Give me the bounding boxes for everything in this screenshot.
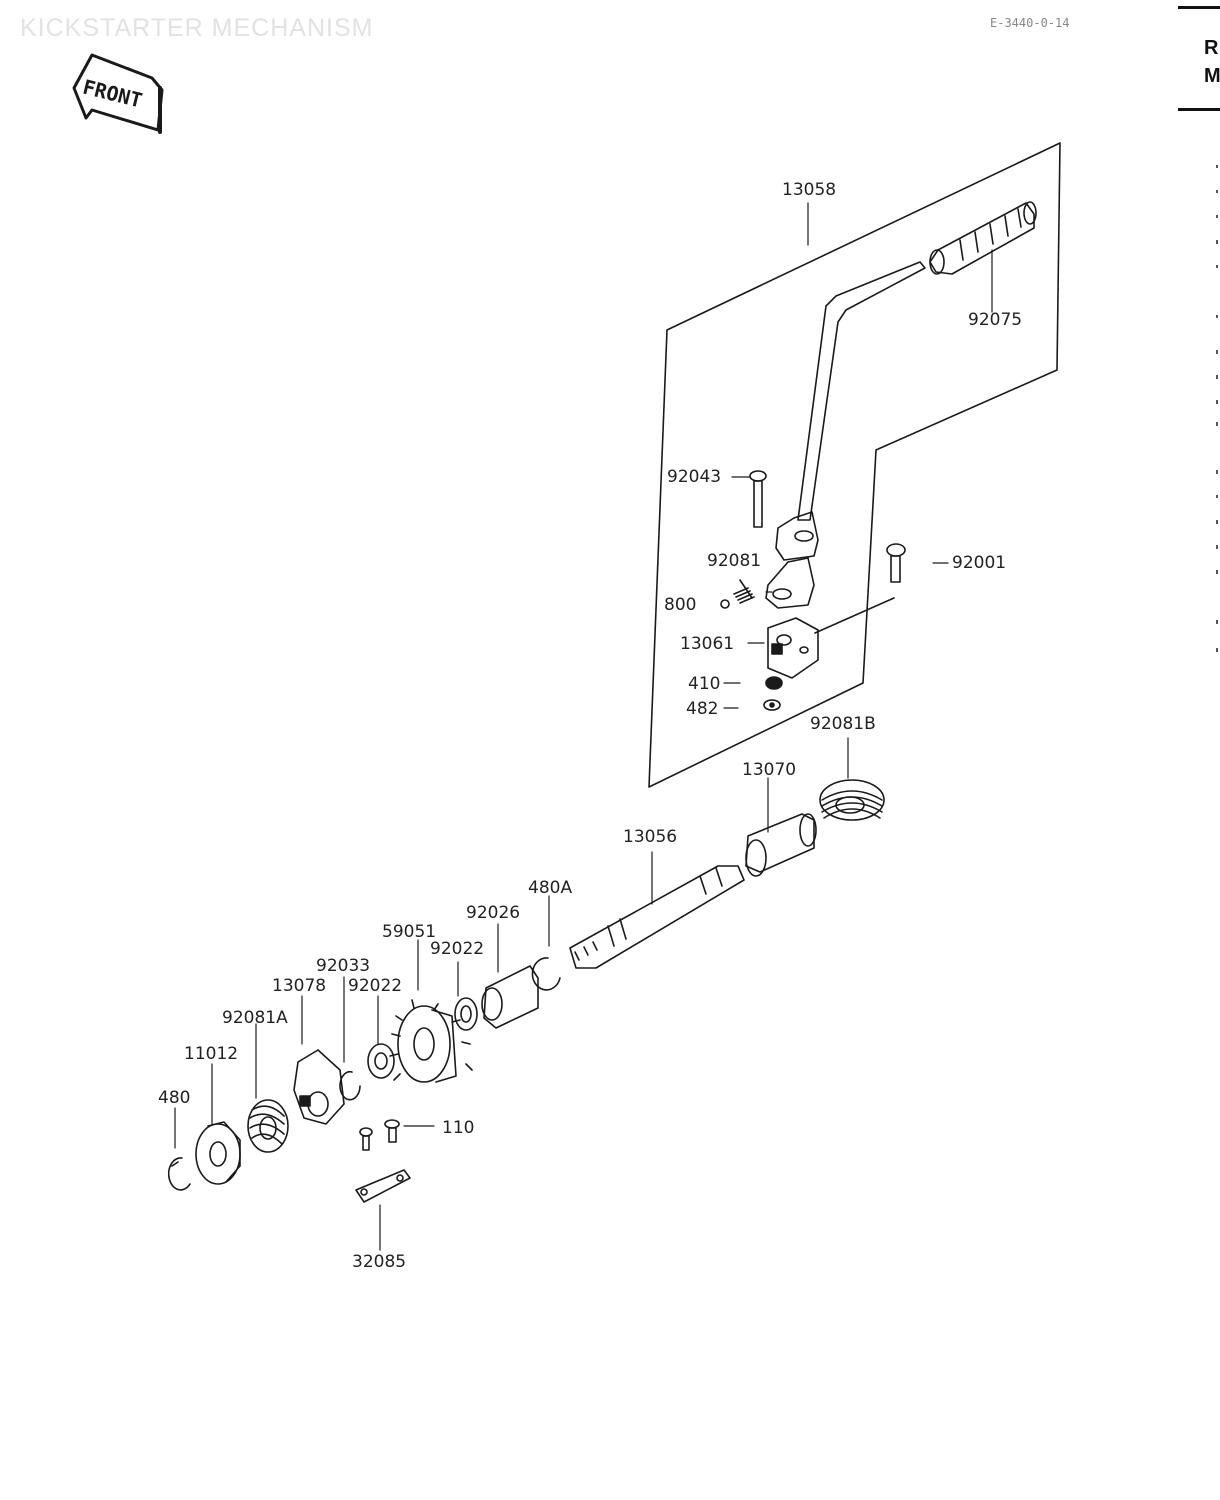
washer-92022-lower-icon: [367, 1043, 395, 1079]
part-label-92033: 92033: [316, 956, 371, 976]
part-label-13078: 13078: [272, 976, 327, 996]
sidebar-heading-line-2: M: [1204, 65, 1220, 87]
part-label-92043: 92043: [667, 467, 722, 487]
part-label-13070: 13070: [742, 760, 797, 780]
kick-pedal-arm-icon: [765, 261, 926, 609]
sidebar-heading: R M: [1204, 34, 1220, 90]
part-label-92001: 92001: [952, 553, 1007, 573]
part-label-800: 800: [664, 595, 697, 615]
part-label-11012: 11012: [184, 1044, 239, 1064]
pedal-rubber-grip-icon: [929, 201, 1037, 275]
circlip-480a-icon: [531, 957, 561, 991]
kick-shaft-13056-icon: [569, 865, 745, 969]
leader-lines: [174, 202, 993, 1251]
part-label-59051: 59051: [382, 922, 437, 942]
kick-gear-59051-icon: [389, 999, 473, 1083]
bolts-110-icon: [359, 1119, 400, 1151]
spring-92081-icon: [733, 579, 755, 604]
part-label-92022-lower: 92022: [348, 976, 403, 996]
part-label-13061: 13061: [680, 634, 735, 654]
collar-92026-icon: [481, 965, 539, 1029]
page-title: KICKSTARTER MECHANISM: [20, 14, 374, 42]
sidebar-bottom-rule: [1178, 108, 1220, 111]
diagram-reference-code: E-3440-0-14: [990, 16, 1070, 30]
sidebar-top-rule: [1178, 6, 1220, 9]
washer-92022-upper-icon: [454, 997, 478, 1031]
part-label-110: 110: [442, 1118, 475, 1138]
part-label-92022-upper: 92022: [430, 939, 485, 959]
part-label-480a: 480A: [528, 878, 573, 898]
part-label-13058: 13058: [782, 180, 837, 200]
part-label-13056: 13056: [623, 827, 678, 847]
sidebar-ticks: [1216, 165, 1218, 652]
spring-guide-13070-icon: [745, 813, 817, 877]
sidebar-heading-line-1: R: [1204, 37, 1219, 59]
front-arrow-icon: FRONT: [72, 53, 164, 134]
part-label-92081: 92081: [707, 551, 762, 571]
bolt-92043-icon: [749, 470, 767, 528]
nut-482-icon: [763, 699, 781, 711]
pedal-holder-13061-icon: [767, 597, 895, 679]
plate-11012-icon: [195, 1121, 241, 1185]
part-label-92026: 92026: [466, 903, 521, 923]
pedal-assembly-boundary: [648, 142, 1061, 788]
part-label-410: 410: [688, 674, 721, 694]
bolt-92001-icon: [886, 543, 906, 583]
part-label-92081a: 92081A: [222, 1008, 288, 1028]
ball-800-icon: [720, 599, 730, 609]
part-label-32085: 32085: [352, 1252, 407, 1272]
part-label-482: 482: [686, 699, 719, 719]
part-label-480: 480: [158, 1088, 191, 1108]
front-label: FRONT: [80, 75, 144, 113]
spring-92081a-icon: [247, 1099, 289, 1153]
part-label-92081b: 92081B: [810, 714, 876, 734]
ratchet-13078-icon: [293, 1049, 345, 1125]
spring-92081b-icon: [819, 779, 885, 821]
guide-plate-32085-icon: [355, 1169, 411, 1203]
circlip-480-icon: [167, 1157, 191, 1191]
nut-410-icon: [765, 676, 783, 690]
part-label-92075: 92075: [968, 310, 1023, 330]
